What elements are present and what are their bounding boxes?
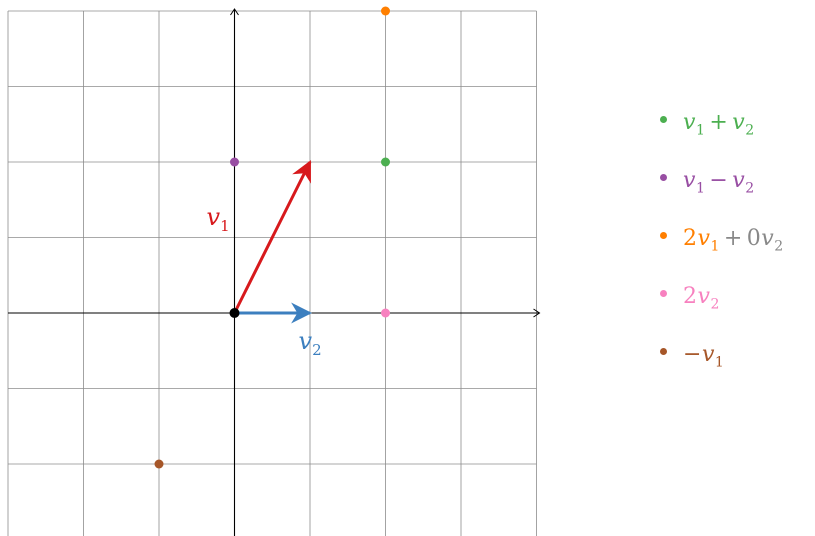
y-axis-arrow-icon bbox=[230, 8, 239, 16]
point-difference bbox=[230, 157, 239, 167]
coordinate-axes bbox=[8, 8, 541, 536]
legend-bullet-icon bbox=[660, 348, 667, 355]
legend-bullet-icon bbox=[660, 174, 667, 181]
legend-item: v1+v2 bbox=[660, 110, 815, 168]
legend-bullet-icon bbox=[660, 116, 667, 123]
legend-expression: 2v2 bbox=[683, 284, 720, 313]
legend-expression: v1+v2 bbox=[683, 110, 755, 139]
point-two-v2 bbox=[381, 308, 390, 318]
legend-item: v1−v2 bbox=[660, 168, 815, 226]
legend: v1+v2 v1−v2 2v1+0v2 2v2 −v1 bbox=[660, 110, 815, 400]
legend-item: 2v2 bbox=[660, 284, 815, 342]
vector-label-v2: v2 bbox=[299, 327, 322, 359]
grid-lines bbox=[7, 10, 537, 536]
legend-item: 2v1+0v2 bbox=[660, 226, 815, 284]
vector-label-v1: v1 bbox=[207, 203, 230, 235]
legend-bullet-icon bbox=[660, 290, 667, 297]
origin-point bbox=[229, 308, 240, 318]
point-sum bbox=[381, 157, 390, 167]
legend-expression: 2v1+0v2 bbox=[683, 226, 784, 255]
point-neg-v1 bbox=[154, 459, 164, 469]
legend-expression: v1−v2 bbox=[683, 168, 755, 197]
legend-expression: −v1 bbox=[683, 342, 725, 371]
point-two-v1 bbox=[381, 6, 390, 16]
vectors: v1 v2 bbox=[207, 160, 322, 359]
legend-item: −v1 bbox=[660, 342, 815, 400]
x-axis-arrow-icon bbox=[533, 308, 541, 318]
vector-v1 bbox=[233, 160, 312, 314]
legend-bullet-icon bbox=[660, 232, 667, 239]
combination-points bbox=[154, 6, 390, 469]
